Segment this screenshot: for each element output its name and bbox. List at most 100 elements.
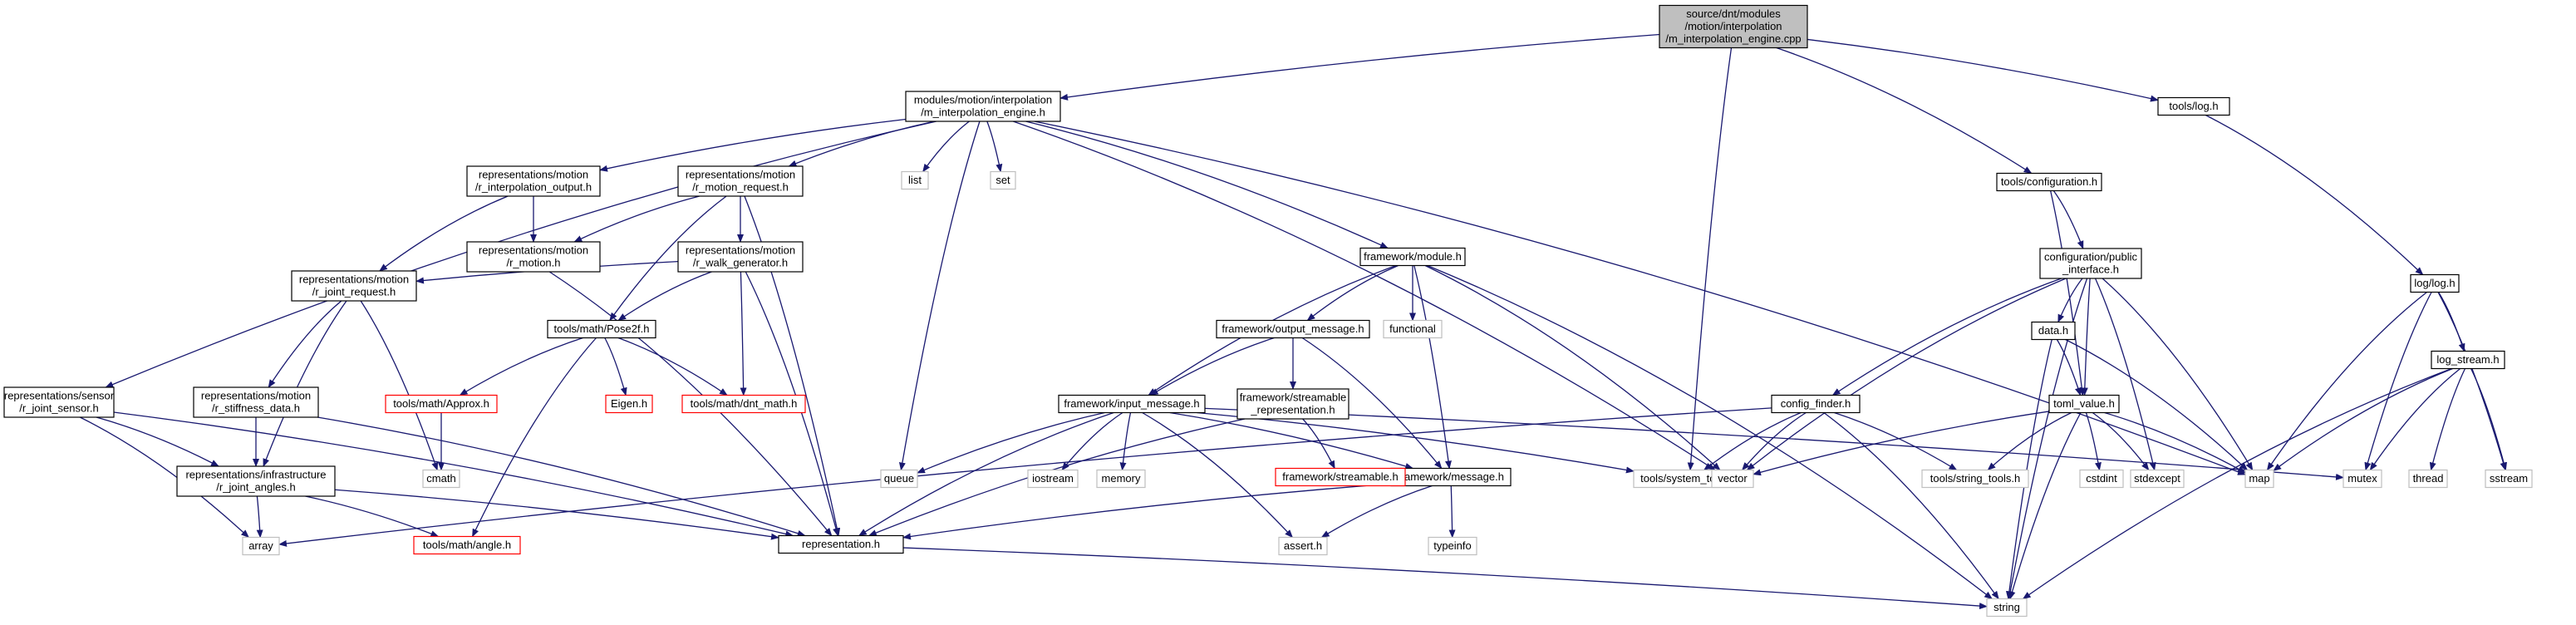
node-label-sstream-0: sstream bbox=[2490, 472, 2528, 485]
node-label-fw_streamable_rep-1: _representation.h bbox=[1250, 404, 1335, 416]
edge-fw_input_msg-to-representation bbox=[858, 411, 1114, 537]
node-box-r_joint_sensor bbox=[3, 386, 115, 418]
node-engine_h[interactable]: modules/motion/interpolation/m_interpola… bbox=[905, 91, 1061, 122]
node-label-dnt_math-0: tools/math/dnt_math.h bbox=[691, 397, 798, 410]
edge-config_finder-to-array bbox=[278, 407, 1772, 547]
node-r_walk_gen[interactable]: representations/motion/r_walk_generator.… bbox=[677, 241, 804, 273]
node-label-r_motion-1: /r_motion.h bbox=[506, 257, 560, 269]
node-label-tools_log-0: tools/log.h bbox=[2169, 100, 2218, 112]
edge-fw_streamable_rep-to-fw_streamable bbox=[1302, 418, 1335, 470]
node-tools_log[interactable]: tools/log.h bbox=[2157, 96, 2230, 116]
node-box-string bbox=[1986, 598, 2028, 618]
node-fw_streamable_rep[interactable]: framework/streamable_representation.h bbox=[1236, 388, 1349, 420]
node-approx: tools/math/Approx.h bbox=[385, 394, 498, 414]
node-box-angle bbox=[413, 535, 521, 555]
edge-fw_module-to-fw_output_msg bbox=[1306, 264, 1399, 322]
node-label-r_joint_req-0: representations/motion bbox=[299, 273, 409, 286]
node-box-tools_log bbox=[2157, 96, 2230, 116]
node-box-config_finder bbox=[1771, 394, 1861, 414]
edge-fw_message-to-representation bbox=[902, 483, 1392, 540]
node-label-config_public-1: _interface.h bbox=[2062, 263, 2119, 276]
node-fw_module[interactable]: framework/module.h bbox=[1359, 247, 1466, 267]
node-fw_message[interactable]: framework/message.h bbox=[1390, 467, 1512, 487]
node-box-r_stiffness bbox=[193, 386, 319, 418]
node-assert: assert.h bbox=[1278, 536, 1328, 556]
node-label-engine_h-0: modules/motion/interpolation bbox=[914, 94, 1052, 106]
node-r_motion[interactable]: representations/motion/r_motion.h bbox=[466, 241, 601, 273]
node-label-root-0: source/dnt/modules bbox=[1686, 7, 1781, 20]
node-box-r_motion bbox=[466, 241, 601, 273]
node-dnt_math: tools/math/dnt_math.h bbox=[681, 394, 806, 414]
edge-root-to-engine_h bbox=[1059, 33, 1660, 101]
edge-engine_h-to-set bbox=[986, 121, 1003, 173]
node-label-fw_streamable_rep-0: framework/streamable bbox=[1240, 391, 1347, 404]
node-label-eigen-0: Eigen.h bbox=[611, 397, 647, 410]
node-label-r_motion-0: representations/motion bbox=[479, 244, 588, 257]
node-label-thread-0: thread bbox=[2413, 472, 2444, 485]
edge-fw_input_msg-to-fw_message bbox=[1169, 411, 1414, 470]
node-label-r_motion_req-1: /r_motion_request.h bbox=[692, 181, 789, 194]
node-box-config_public bbox=[2039, 248, 2142, 279]
edge-engine_h-to-vector bbox=[1013, 121, 1716, 471]
node-fw_streamable: framework/streamable.h bbox=[1275, 467, 1406, 487]
node-box-cstdint bbox=[2079, 469, 2124, 489]
node-pose2f[interactable]: tools/math/Pose2f.h bbox=[547, 319, 656, 339]
edge-pose2f-to-approx bbox=[459, 337, 583, 396]
edge-r_motion_req-to-r_motion bbox=[573, 195, 700, 243]
edge-r_interp_out-to-r_joint_req bbox=[379, 195, 509, 272]
node-log_stream[interactable]: log_stream.h bbox=[2431, 350, 2505, 370]
edge-log_log-to-map bbox=[2266, 291, 2427, 471]
edge-data_h-to-toml_value bbox=[2056, 339, 2082, 396]
node-cstdint: cstdint bbox=[2079, 469, 2124, 489]
node-log_log[interactable]: log/log.h bbox=[2410, 273, 2460, 293]
edge-r_joint_sensor-to-representation bbox=[113, 411, 794, 538]
node-label-memory-0: memory bbox=[1102, 472, 1141, 485]
node-r_interp_out[interactable]: representations/motion/r_interpolation_o… bbox=[466, 165, 601, 197]
edge-root-to-system_tools bbox=[1687, 47, 1733, 471]
edge-config_finder-to-system_tools bbox=[1703, 411, 1802, 471]
edge-r_joint_sensor-to-r_joint_angles bbox=[96, 416, 219, 467]
node-box-thread bbox=[2408, 469, 2448, 489]
edge-r_walk_gen-to-dnt_math bbox=[740, 271, 747, 396]
node-label-set-0: set bbox=[995, 174, 1010, 186]
node-label-r_joint_sensor-0: representations/sensor bbox=[4, 390, 115, 402]
node-config_finder[interactable]: config_finder.h bbox=[1771, 394, 1861, 414]
edge-config_public-to-string bbox=[2007, 278, 2088, 600]
node-label-iostream-0: iostream bbox=[1032, 472, 1074, 485]
node-r_stiffness[interactable]: representations/motion/r_stiffness_data.… bbox=[193, 386, 319, 418]
node-r_joint_req[interactable]: representations/motion/r_joint_request.h bbox=[291, 270, 417, 302]
edge-engine_h-to-r_interp_out bbox=[599, 118, 907, 172]
edge-fw_module-to-string bbox=[1427, 264, 1993, 600]
node-root[interactable]: source/dnt/modules/motion/interpolation/… bbox=[1659, 4, 1808, 49]
node-box-r_joint_angles bbox=[176, 465, 336, 497]
node-box-stdexcept bbox=[2130, 469, 2185, 489]
node-box-fw_output_msg bbox=[1216, 319, 1370, 339]
edge-config_public-to-stdexcept bbox=[2094, 278, 2156, 471]
edge-root-to-tools_config bbox=[1776, 47, 2033, 175]
edge-engine_h-to-r_motion_req bbox=[788, 121, 935, 167]
node-box-fw_input_msg bbox=[1058, 394, 1206, 414]
node-tools_config[interactable]: tools/configuration.h bbox=[1996, 172, 2102, 192]
node-fw_input_msg[interactable]: framework/input_message.h bbox=[1058, 394, 1206, 414]
node-box-toml_value bbox=[2048, 394, 2120, 414]
edge-r_motion-to-representation bbox=[548, 271, 833, 537]
edge-pose2f-to-eigen bbox=[604, 337, 627, 396]
node-representation[interactable]: representation.h bbox=[778, 534, 904, 554]
node-label-fw_message-0: framework/message.h bbox=[1398, 470, 1504, 483]
node-fw_output_msg[interactable]: framework/output_message.h bbox=[1216, 319, 1370, 339]
node-r_motion_req[interactable]: representations/motion/r_motion_request.… bbox=[677, 165, 804, 197]
node-label-root-2: /m_interpolation_engine.cpp bbox=[1665, 32, 1801, 45]
node-label-r_stiffness-0: representations/motion bbox=[201, 390, 311, 402]
node-toml_value[interactable]: toml_value.h bbox=[2048, 394, 2120, 414]
node-config_public[interactable]: configuration/public_interface.h bbox=[2039, 248, 2142, 279]
edge-config_finder-to-string bbox=[1823, 411, 1999, 600]
node-box-root bbox=[1659, 4, 1808, 49]
node-box-typeinfo bbox=[1428, 536, 1477, 556]
node-label-engine_h-1: /m_interpolation_engine.h bbox=[921, 106, 1045, 119]
edge-fw_input_msg-to-mutex bbox=[1204, 407, 2344, 480]
node-r_joint_sensor[interactable]: representations/sensor/r_joint_sensor.h bbox=[3, 386, 115, 418]
edge-log_stream-to-map bbox=[2273, 367, 2453, 471]
node-r_joint_angles[interactable]: representations/infrastructure/r_joint_a… bbox=[176, 465, 336, 497]
node-box-memory bbox=[1096, 469, 1146, 489]
node-data_h[interactable]: data.h bbox=[2031, 321, 2076, 341]
